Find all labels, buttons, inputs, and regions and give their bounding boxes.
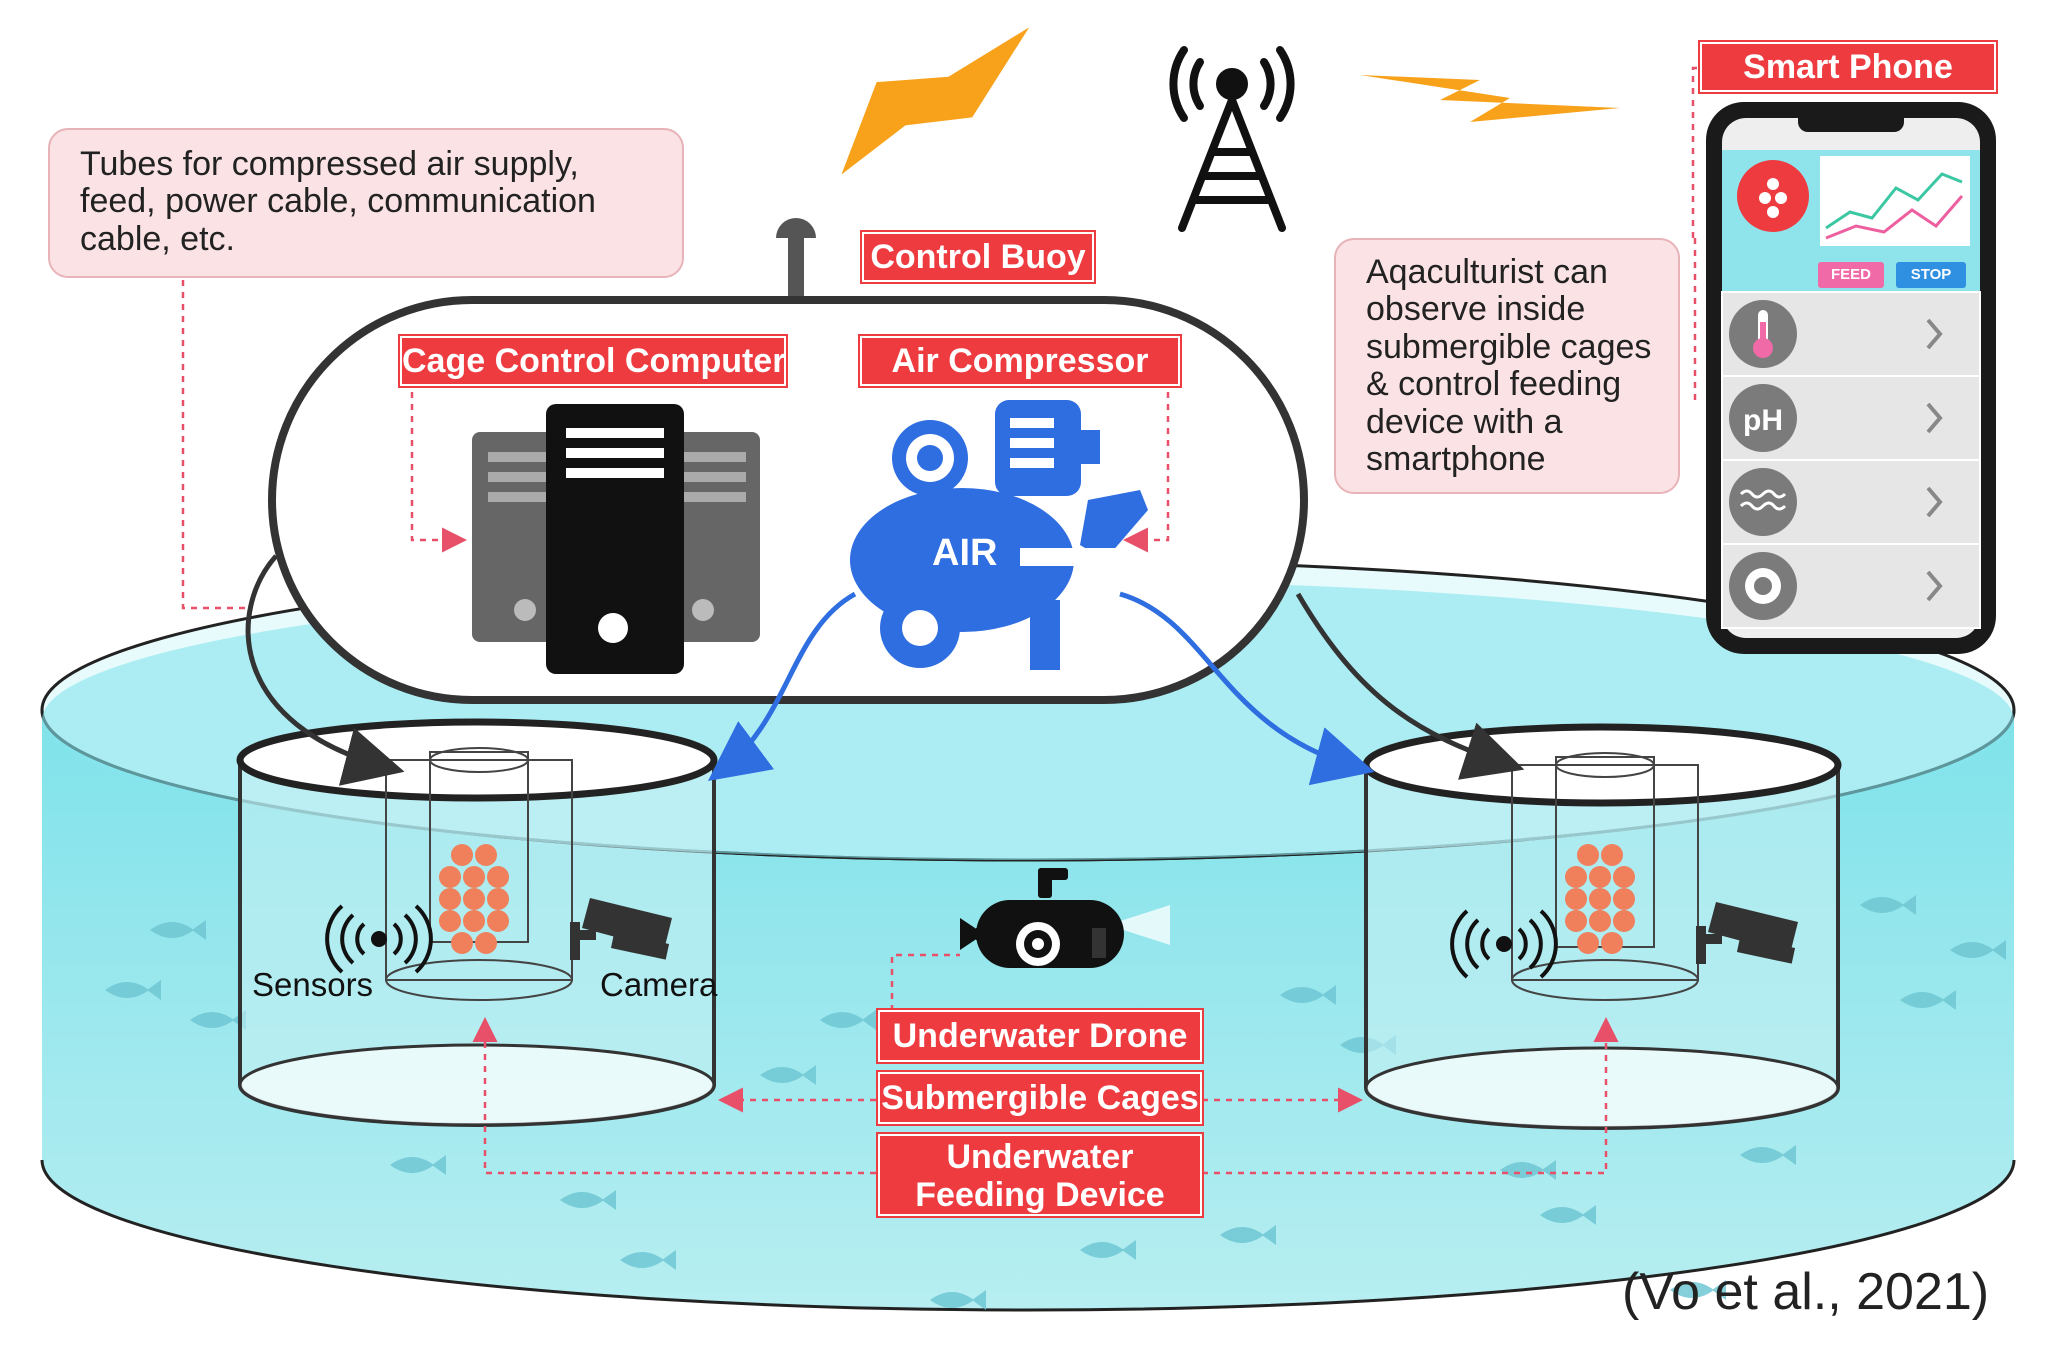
citation: (Vo et al., 2021) xyxy=(1622,1263,1990,1321)
fish-icon xyxy=(1670,1280,1726,1300)
note-aquaculturist-line: observe inside xyxy=(1366,290,1586,329)
note-aquaculturist-line: & control feeding xyxy=(1366,365,1622,404)
ph-icon: pH xyxy=(1729,384,1797,452)
label-underwater-drone: Underwater Drone xyxy=(878,1010,1202,1062)
fish-icon xyxy=(1540,1205,1596,1225)
note-tubes-line: cable, etc. xyxy=(80,219,235,258)
underwater-drone-icon xyxy=(960,868,1170,968)
fish-icon xyxy=(1740,1145,1796,1165)
label-underwater-feeding-device-line: Feeding Device xyxy=(915,1176,1165,1214)
label-sensors: Sensors xyxy=(252,966,374,1003)
feed-button[interactable]: FEED xyxy=(1818,262,1884,288)
note-aquaculturist-line: device with a xyxy=(1366,402,1563,441)
label-submergible-cages: Submergible Cages xyxy=(878,1072,1202,1124)
security-camera-left-icon xyxy=(570,898,672,960)
svg-text:pH: pH xyxy=(1743,404,1783,437)
fish-icon xyxy=(105,980,161,1000)
label-air: AIR xyxy=(932,532,998,574)
sensor-waves-right-icon xyxy=(1450,909,1558,979)
lightning-bolt-right-icon xyxy=(1360,75,1620,122)
label-camera: Camera xyxy=(600,966,718,1003)
water-waves-icon xyxy=(1729,468,1797,536)
sensor-waves-left-icon xyxy=(325,904,433,974)
air-compressor-icon xyxy=(850,400,1148,670)
stop-button[interactable]: STOP xyxy=(1896,262,1966,288)
tube-arrows xyxy=(245,554,1525,786)
note-tubes-line: feed, power cable, communication xyxy=(80,182,596,221)
fish-icon xyxy=(620,1250,676,1270)
fish-icon xyxy=(930,1290,986,1310)
row-chevron-icon[interactable] xyxy=(1926,402,1943,434)
note-aquaculturist-line: smartphone xyxy=(1366,439,1546,478)
fish-icon xyxy=(820,1010,876,1030)
feed-pellets-right xyxy=(1565,844,1635,954)
label-cage-control-computer: Cage Control Computer xyxy=(400,336,786,386)
row-chevron-icon[interactable] xyxy=(1926,318,1943,350)
label-air-compressor: Air Compressor xyxy=(860,336,1180,386)
fish-icon xyxy=(1080,1240,1136,1260)
fish-icon xyxy=(390,1155,446,1175)
fish-icon xyxy=(1220,1225,1276,1245)
fish-icon xyxy=(1950,940,2006,960)
label-underwater-feeding-device: Underwater Feeding Device xyxy=(878,1134,1202,1216)
note-aquaculturist-line: submergible cages xyxy=(1366,327,1652,366)
note-aquaculturist: Aqaculturist can observe inside submergi… xyxy=(1334,238,1680,494)
fish-icon xyxy=(190,1010,246,1030)
label-control-buoy: Control Buoy xyxy=(862,232,1094,282)
control-buoy xyxy=(268,218,1308,704)
fish-icon xyxy=(150,920,206,940)
security-camera-right-icon xyxy=(1696,902,1798,964)
fish-icon xyxy=(1500,1160,1556,1180)
note-tubes-line: Tubes for compressed air supply, xyxy=(80,145,579,183)
fish-icon xyxy=(1900,990,1956,1010)
fish-icon xyxy=(760,1065,816,1085)
thermometer-icon xyxy=(1729,300,1797,368)
row-chevron-icon[interactable] xyxy=(1926,570,1943,602)
radio-tower-icon xyxy=(1169,46,1295,232)
fish-school xyxy=(105,895,2006,1310)
note-tubes: Tubes for compressed air supply, feed, p… xyxy=(48,128,684,278)
smart-phone: pH xyxy=(1706,102,1996,654)
fish-icon xyxy=(1280,985,1336,1005)
feed-pellets-left xyxy=(439,844,509,954)
label-smart-phone: Smart Phone xyxy=(1700,42,1996,92)
lightning-bolt-left-icon xyxy=(841,27,1030,175)
row-chevron-icon[interactable] xyxy=(1926,486,1943,518)
fish-icon xyxy=(1860,895,1916,915)
label-underwater-feeding-device-line: Underwater xyxy=(946,1138,1134,1176)
note-aquaculturist-line: Aqaculturist can xyxy=(1366,253,1608,291)
camera-lens-icon xyxy=(1729,552,1797,620)
server-computer-icon xyxy=(472,404,760,674)
fish-icon xyxy=(560,1190,616,1210)
